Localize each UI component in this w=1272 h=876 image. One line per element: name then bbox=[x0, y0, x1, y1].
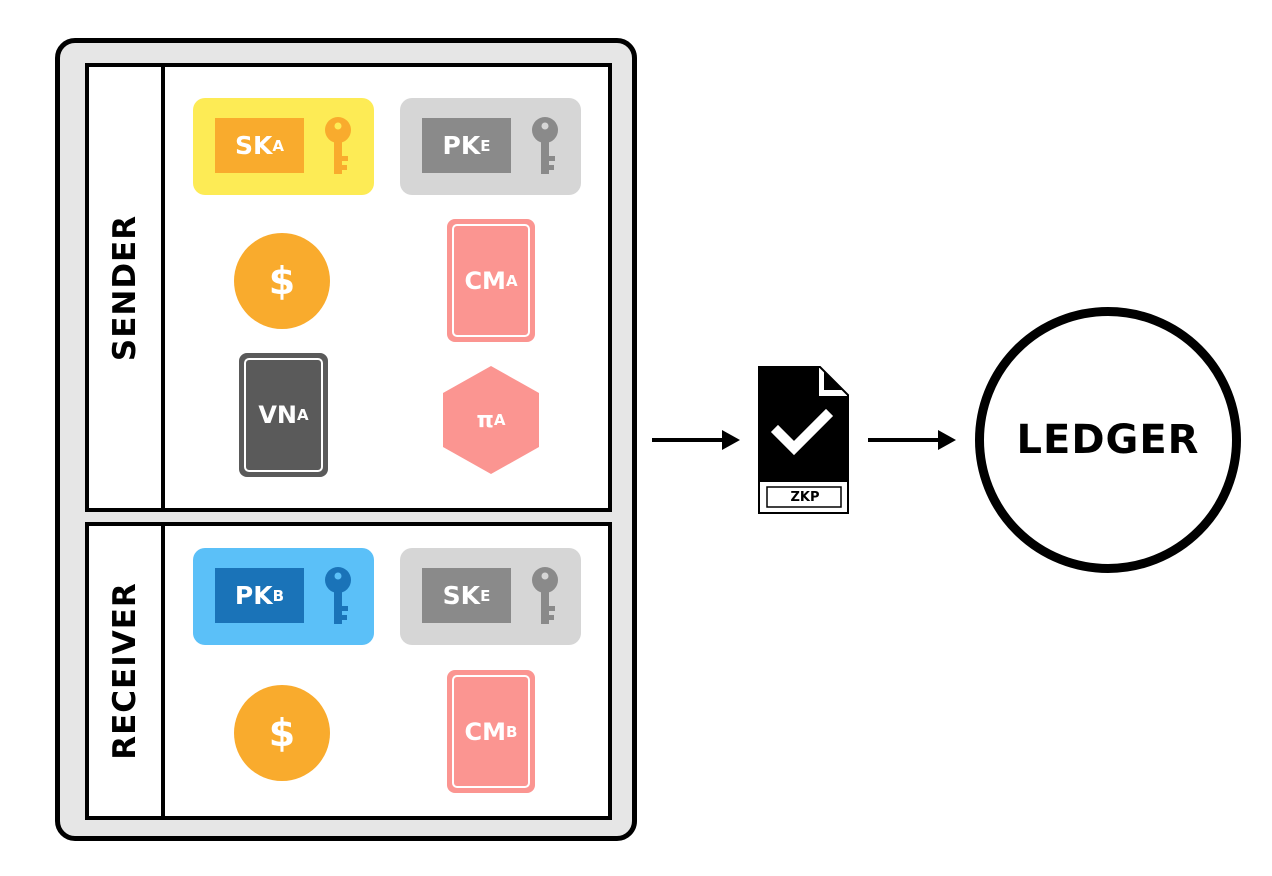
sender-public-key-sub: E bbox=[480, 136, 491, 155]
proof-hexagon-icon bbox=[443, 366, 539, 474]
receiver-secret-key-sub: E bbox=[480, 586, 491, 605]
receiver-commitment-main: CM bbox=[464, 717, 507, 746]
receiver-coin-icon: $ bbox=[234, 685, 330, 781]
sender-secret-key-sub: A bbox=[272, 136, 284, 155]
receiver-commitment-sub: B bbox=[506, 722, 518, 741]
sender-divider bbox=[161, 63, 165, 512]
receiver-divider bbox=[161, 522, 165, 820]
gray-key-icon bbox=[532, 567, 558, 624]
receiver-commitment-inner-border bbox=[452, 675, 530, 788]
sender-proof-sub: A bbox=[493, 411, 506, 429]
sender-commitment-inner-border bbox=[452, 224, 530, 337]
receiver-public-key-sub: B bbox=[272, 586, 285, 605]
zkp-label: ZKP bbox=[790, 489, 820, 505]
sender-proof-main: π bbox=[476, 407, 494, 433]
sender-nullifier-sub: A bbox=[297, 406, 309, 424]
sender-label-area: SENDER bbox=[89, 67, 161, 508]
receiver-label-area: RECEIVER bbox=[89, 526, 161, 816]
receiver-label: RECEIVER bbox=[107, 582, 144, 760]
sender-secret-key-main: SK bbox=[235, 131, 273, 160]
sender-coin-icon: $ bbox=[234, 233, 330, 329]
arrow-right-icon bbox=[652, 430, 740, 450]
zkp-document-icon bbox=[758, 366, 849, 514]
ledger-label: LEDGER bbox=[1016, 417, 1200, 463]
sender-public-key-main: PK bbox=[442, 131, 481, 160]
receiver-public-key-main: PK bbox=[234, 581, 273, 610]
gray-key-icon bbox=[532, 117, 558, 174]
receiver-secret-key-main: SK bbox=[442, 581, 481, 610]
yellow-key-icon bbox=[325, 117, 351, 174]
sender-nullifier-inner-border bbox=[244, 358, 323, 472]
arrow-right-icon bbox=[868, 430, 956, 450]
sender-commitment-main: CM bbox=[464, 266, 506, 295]
blue-key-icon bbox=[325, 567, 351, 624]
sender-label: SENDER bbox=[107, 214, 144, 361]
receiver-coin-symbol: $ bbox=[268, 711, 296, 755]
sender-nullifier-main: VN bbox=[258, 401, 298, 429]
sender-commitment-sub: A bbox=[505, 271, 518, 290]
sender-coin-symbol: $ bbox=[268, 259, 296, 303]
ledger-circle: LEDGER bbox=[975, 307, 1241, 573]
